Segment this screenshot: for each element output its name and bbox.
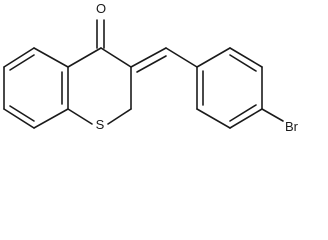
bond	[67, 108, 93, 125]
bond	[229, 104, 257, 122]
bond	[33, 108, 69, 129]
exocyclic-double-bond	[130, 47, 198, 73]
bond	[3, 47, 35, 68]
bond	[3, 108, 35, 129]
bond	[33, 47, 69, 68]
thiopyranone-ring	[67, 47, 132, 125]
bond	[107, 108, 132, 125]
bond	[100, 47, 132, 68]
bond	[9, 105, 35, 122]
bond	[229, 47, 263, 68]
bond	[136, 55, 167, 73]
carbonyl-group	[96, 19, 105, 49]
bond	[9, 54, 35, 71]
oxygen-label: O	[96, 1, 106, 16]
bond	[165, 47, 198, 68]
bond	[229, 108, 263, 129]
bond	[130, 47, 167, 68]
benzo-ring	[3, 47, 69, 129]
chemical-structure-diagram: O S Br	[3, 1, 299, 134]
bond	[196, 47, 231, 68]
bond	[67, 47, 102, 68]
bromine-label: Br	[285, 119, 299, 134]
sulfur-label: S	[96, 117, 105, 132]
bond	[196, 108, 231, 129]
carbon-bromine-bond	[261, 108, 284, 122]
bond	[229, 54, 257, 72]
bromophenyl-ring	[196, 47, 263, 129]
